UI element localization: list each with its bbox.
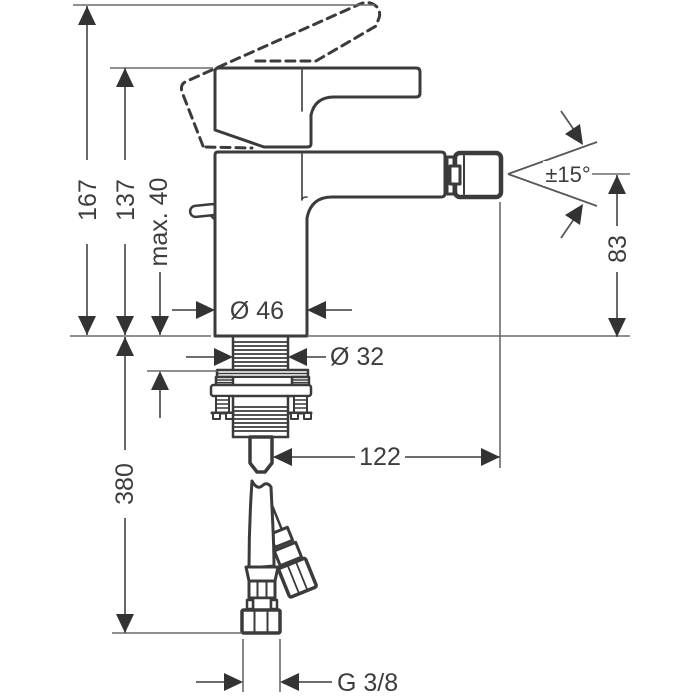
tailpipe: [248, 435, 274, 474]
mounting-washer: [214, 368, 311, 387]
lever-handle: [213, 66, 422, 149]
dim-hose-length: 380: [111, 463, 139, 505]
dim-spout-reach: 122: [359, 443, 401, 471]
dim-spout-outlet-height: 83: [604, 235, 632, 263]
dim-spray-angle: ±15°: [545, 162, 590, 187]
dimension-arrowheads: [78, 6, 626, 691]
dim-total-height: 167: [74, 179, 102, 221]
lever-raised-dashed-outline: [179, 1, 382, 150]
shank-lower-thread: [231, 394, 290, 439]
dim-body-diameter: Ø 46: [230, 297, 284, 325]
faucet-body: [213, 150, 447, 338]
supply-hose: [240, 479, 282, 635]
extension-lines: [70, 4, 630, 692]
dim-connection-thread: G 3/8: [337, 669, 398, 697]
dim-max-mounting-thickness: max. 40: [145, 178, 173, 267]
dim-shank-diameter: Ø 32: [330, 343, 384, 371]
threaded-shank: [231, 335, 290, 372]
label-backgrounds: [72, 160, 632, 518]
dim-height-to-handle: 137: [112, 179, 140, 221]
spout-aerator: [445, 150, 504, 200]
mounting-nut: [209, 383, 313, 420]
hose-connection-nut: [240, 608, 282, 635]
